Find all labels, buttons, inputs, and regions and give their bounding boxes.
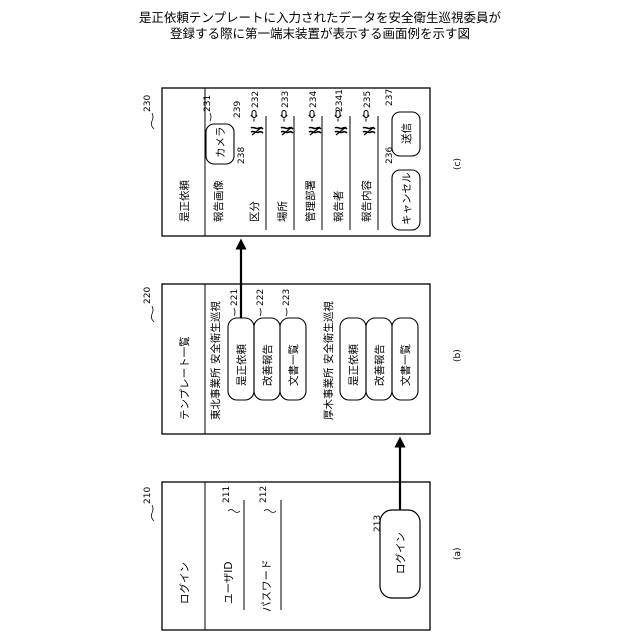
screen-c-title: 是正依頼 (178, 180, 191, 222)
field-reporter-label: 報告者 (332, 191, 345, 223)
sub-label-a: (a) (453, 547, 463, 560)
leader-223 (286, 308, 287, 316)
location-input-mark-icon (281, 127, 293, 135)
field-content-label: 報告内容 (360, 180, 373, 222)
send-button-label: 送信 (400, 123, 413, 144)
department-input-mark-icon (309, 127, 321, 135)
ref-238: 238 (237, 147, 247, 164)
group-1-improvement-label: 改善報告 (261, 344, 274, 386)
category-mic-icon[interactable] (251, 111, 257, 122)
group-2-documents-label: 文書一覧 (399, 344, 412, 386)
ref-220: 220 (143, 287, 153, 304)
screen-b-title: テンプレート一覧 (178, 336, 191, 420)
field-location-label: 場所 (276, 201, 289, 222)
sub-label-b: (b) (453, 349, 463, 362)
reporter-input-mark-icon (335, 127, 347, 135)
cancel-button-label: キャンセル (401, 173, 413, 226)
leader-221 (234, 308, 235, 316)
group-2-name: 厚木事業所 安全衛生巡視 (322, 301, 335, 420)
category-input-mark-icon (251, 127, 263, 135)
ref-2341: 2341 (335, 89, 345, 112)
screen-a: ログイン ユーザID 211 パスワード 212 ログイン 213 (a) 21… (143, 482, 463, 630)
ref-230: 230 (143, 95, 153, 112)
leader-231 (210, 113, 211, 121)
screen-a-title: ログイン (178, 562, 191, 604)
screen-b: テンプレート一覧 東北事業所 安全衛生巡視 是正依頼 改善報告 文書一覧 221… (143, 284, 463, 434)
screen-c: 是正依頼 報告画像 カメラ 231 238 239 232 233 234 23… (143, 88, 463, 236)
group-2-improvement-label: 改善報告 (373, 344, 386, 386)
group-2-correction-label: 是正依頼 (347, 344, 360, 386)
leader-212 (264, 510, 276, 513)
ref-239: 239 (233, 101, 243, 118)
content-input-mark-icon (363, 127, 375, 135)
ref-232: 232 (251, 91, 261, 108)
ref-212: 212 (259, 486, 269, 503)
ref-234: 234 (309, 91, 319, 108)
user-id-label: ユーザID (223, 562, 235, 604)
ref-237: 237 (385, 89, 395, 106)
screen-a-frame (162, 482, 430, 630)
ref-233: 233 (281, 91, 291, 108)
leader-210 (151, 505, 154, 521)
ref-211: 211 (222, 486, 232, 503)
ref-210: 210 (143, 487, 153, 504)
ref-213: 213 (373, 515, 383, 532)
ref-223: 223 (282, 289, 292, 306)
field-department-label: 管理部署 (304, 180, 317, 222)
login-button-label: ログイン (394, 532, 407, 574)
sub-label-c: (c) (453, 158, 463, 170)
ref-236: 236 (385, 147, 395, 164)
ref-235: 235 (363, 91, 373, 108)
ref-231: 231 (203, 95, 213, 112)
password-label: パスワード (261, 560, 273, 613)
group-1-documents-label: 文書一覧 (287, 344, 300, 386)
leader-222 (260, 308, 261, 316)
leader-230 (151, 113, 154, 129)
department-mic-icon[interactable] (309, 111, 315, 122)
location-mic-icon[interactable] (281, 111, 287, 122)
camera-button-label: カメラ (215, 127, 227, 159)
ref-221: 221 (230, 289, 240, 306)
leader-220 (151, 306, 154, 322)
report-image-label: 報告画像 (212, 180, 225, 222)
group-1-name: 東北事業所 安全衛生巡視 (209, 301, 222, 420)
field-category-label: 区分 (249, 201, 261, 222)
content-mic-icon[interactable] (363, 111, 369, 122)
group-1-correction-label: 是正依頼 (235, 344, 248, 386)
leader-211 (228, 510, 240, 513)
ref-222: 222 (256, 289, 266, 306)
